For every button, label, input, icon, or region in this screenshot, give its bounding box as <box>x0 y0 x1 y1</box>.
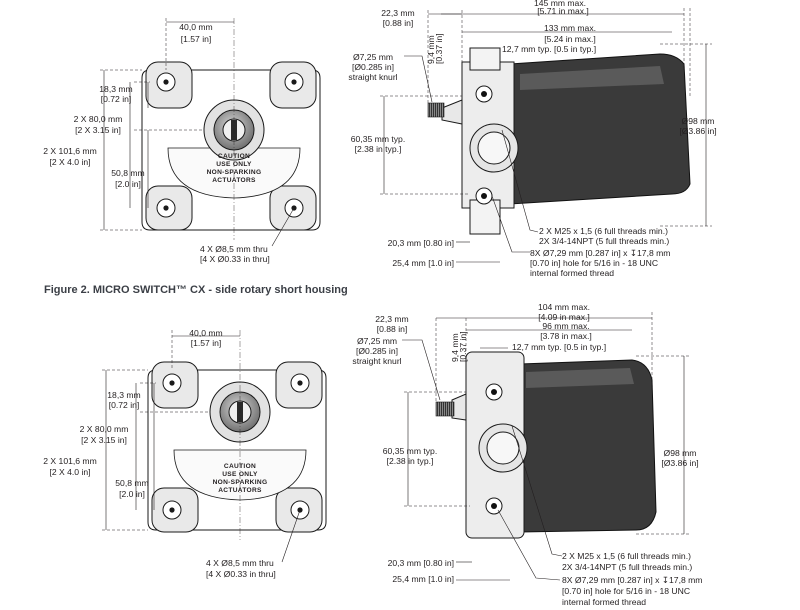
dim-mount-3-b: internal formed thread <box>562 597 646 607</box>
dim-shaft-len-in: [0.88 in] <box>383 18 414 28</box>
dim-holes-in-b: [4 X Ø0.33 in thru] <box>206 569 276 579</box>
dim-typ: 12,7 mm typ. [0.5 in typ.] <box>502 44 596 54</box>
housing-front-outline-b <box>147 369 327 531</box>
dim-collar-mm: 9,4 mm <box>426 35 436 64</box>
dim-overall: [5.71 in max.] <box>537 6 589 16</box>
dim-width-pitch-in-b: [1.57 in] <box>191 338 222 348</box>
dim-low-offset-in-b: [2.0 in] <box>119 489 145 499</box>
dim-hole-offset-in-b: [0.72 in] <box>109 400 140 410</box>
dim-low-offset-mm: 50,8 mm <box>111 168 144 178</box>
dim-top-cut: 145 mm max. <box>534 0 586 8</box>
dim-collar-mm-b: 9,4 mm <box>450 333 460 362</box>
dim-shaft-len-mm-b: 22,3 mm <box>375 314 408 324</box>
dim-hole-offset-mm: 18,3 mm <box>99 84 132 94</box>
dim-body-len-in-b: [4.09 in max.] <box>538 312 590 322</box>
dim-inner-pitch-in-b: [2 X 3.15 in] <box>81 435 127 445</box>
housing-front-outline <box>141 69 321 231</box>
dim-width-pitch-mm: 40,0 mm <box>179 22 212 32</box>
dim-body-dia-in: [Ø3.86 in] <box>679 126 716 136</box>
corner-boss-tr-b <box>275 361 323 409</box>
corner-boss-bl-b <box>151 487 199 533</box>
caution-line-1: CAUTION <box>218 153 250 160</box>
dim-typ-b: 12,7 mm typ. [0.5 in typ.] <box>512 342 606 352</box>
dim-hole-offset-in: [0.72 in] <box>101 94 132 104</box>
knurled-shaft-b <box>435 401 455 417</box>
dim-shaft-height-in-b: [2.38 in typ.] <box>387 456 434 466</box>
dim-width-pitch-in: [1.57 in] <box>181 34 212 44</box>
dim-outer-pitch-in: [2 X 4.0 in] <box>49 157 90 167</box>
dim-mid-in-b: [3.78 in max.] <box>540 331 592 341</box>
dim-shaft-knurl-b: straight knurl <box>352 356 401 366</box>
dim-shaft-dia-mm: Ø7,25 mm <box>353 52 393 62</box>
dim-mid-mm-b: 96 mm max. <box>542 321 589 331</box>
dim-base2: 25,4 mm [1.0 in] <box>392 258 454 268</box>
dim-thread-2-b: 2X 3/4-14NPT (5 full threads min.) <box>562 562 692 572</box>
dim-low-offset-in: [2.0 in] <box>115 179 141 189</box>
corner-boss-br-b <box>275 487 323 533</box>
corner-boss-br <box>269 185 317 231</box>
caution-line-3-b: NON-SPARKING <box>213 479 268 486</box>
dim-shaft-len-mm: 22,3 mm <box>381 8 414 18</box>
dim-inner-pitch-mm: 2 X 80,0 mm <box>74 114 123 124</box>
dim-hole-offset-mm-b: 18,3 mm <box>107 390 140 400</box>
caution-line-4-b: ACTUATORS <box>218 487 262 494</box>
dim-thread-2: 2X 3/4-14NPT (5 full threads min.) <box>539 236 669 246</box>
dim-shaft-dia-in-b: [Ø0.285 in] <box>356 346 398 356</box>
dim-mount-1: 8X Ø7,29 mm [0.287 in] x ↧17,8 mm <box>530 248 670 258</box>
housing-side-highlight <box>520 66 664 90</box>
corner-boss-tl <box>145 61 193 109</box>
bottom-side-view: 104 mm max. [4.09 in max.] 96 mm max. [3… <box>352 302 702 607</box>
top-side-view: 145 mm max. [5.71 in max.] 22,3 mm [0.88… <box>348 0 716 278</box>
housing-side-body-b <box>519 359 657 533</box>
dim-inner-pitch-mm-b: 2 X 80,0 mm <box>80 424 129 434</box>
corner-boss-tl-b <box>151 361 199 409</box>
corner-boss-bl <box>145 185 193 231</box>
dim-base1-b: 20,3 mm [0.80 in] <box>388 558 454 568</box>
dim-shaft-height-mm-b: 60,35 mm typ. <box>383 446 437 456</box>
dim-outer-pitch-mm-b: 2 X 101,6 mm <box>43 456 97 466</box>
dim-base2-b: 25,4 mm [1.0 in] <box>392 574 454 584</box>
dim-mount-1-b: 8X Ø7,29 mm [0.287 in] x ↧17,8 mm <box>562 575 702 585</box>
dim-collar-in: [0.37 in] <box>434 33 444 64</box>
bottom-front-view: CAUTION USE ONLY NON-SPARKING ACTUATORS … <box>43 328 327 579</box>
dim-shaft-height-mm: 60,35 mm typ. <box>351 134 405 144</box>
dim-body-dia-mm-b: Ø98 mm <box>664 448 697 458</box>
top-front-view: CAUTION USE ONLY NON-SPARKING ACTUATORS … <box>43 18 321 264</box>
figure-2-caption: Figure 2. MICRO SWITCH™ CX - side rotary… <box>44 284 348 296</box>
dim-shaft-dia-in: [Ø0.285 in] <box>352 62 394 72</box>
dim-thread-1: 2 X M25 x 1,5 (6 full threads min.) <box>539 226 668 236</box>
dim-mount-2-b: [0.70 in] hole for 5/16 in - 18 UNC <box>562 586 690 596</box>
corner-boss-tr <box>269 61 317 109</box>
dim-outer-pitch-mm: 2 X 101,6 mm <box>43 146 97 156</box>
dim-body-len-mm: 133 mm max. <box>544 23 596 33</box>
dim-body-dia-mm: Ø98 mm <box>682 116 715 126</box>
dim-holes-in: [4 X Ø0.33 in thru] <box>200 254 270 264</box>
dim-body-dia-in-b: [Ø3.86 in] <box>661 458 698 468</box>
knurled-shaft <box>427 102 445 118</box>
dim-low-offset-mm-b: 50,8 mm <box>115 478 148 488</box>
dim-body-len-in: [5.24 in max.] <box>544 34 596 44</box>
dim-body-len-mm-b: 104 mm max. <box>538 302 590 312</box>
dim-shaft-dia-mm-b: Ø7,25 mm <box>357 336 397 346</box>
dim-holes-mm-b: 4 X Ø8,5 mm thru <box>206 558 274 568</box>
dim-collar-in-b: [0.37 in] <box>458 331 468 362</box>
dim-thread-1-b: 2 X M25 x 1,5 (6 full threads min.) <box>562 551 691 561</box>
dim-base1: 20,3 mm [0.80 in] <box>388 238 454 248</box>
dim-outer-pitch-in-b: [2 X 4.0 in] <box>49 467 90 477</box>
dim-mount-3: internal formed thread <box>530 268 614 278</box>
dim-inner-pitch-in: [2 X 3.15 in] <box>75 125 121 135</box>
dim-width-pitch-mm-b: 40,0 mm <box>189 328 222 338</box>
dim-holes-mm: 4 X Ø8,5 mm thru <box>200 244 268 254</box>
dim-shaft-height-in: [2.38 in typ.] <box>355 144 402 154</box>
dim-mount-2: [0.70 in] hole for 5/16 in - 18 UNC <box>530 258 658 268</box>
dim-shaft-knurl: straight knurl <box>348 72 397 82</box>
dim-shaft-len-in-b: [0.88 in] <box>377 324 408 334</box>
housing-side-body <box>509 53 691 205</box>
